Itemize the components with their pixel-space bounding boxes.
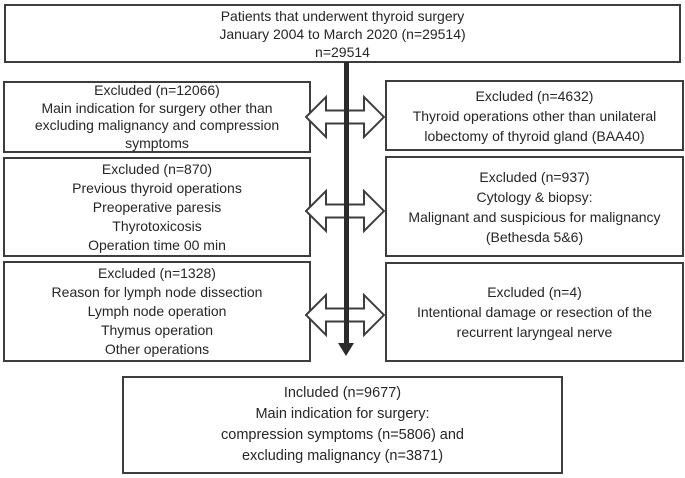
box-line: Main indication for surgery: bbox=[255, 406, 430, 422]
box-line: January 2004 to March 2020 (n=29514) bbox=[219, 25, 466, 42]
box-line: Other operations bbox=[104, 341, 210, 357]
box-line: Main indication for surgery other than bbox=[41, 99, 273, 116]
box-line: Lymph node operation bbox=[87, 303, 227, 319]
down-arrow-icon bbox=[338, 343, 354, 356]
excluded-box-left-2: Excluded (n=870) Previous thyroid operat… bbox=[3, 157, 311, 257]
box-line: excluding malignancy (n=3871) bbox=[241, 448, 444, 464]
excluded-box-right-1: Excluded (n=4632) Thyroid operations oth… bbox=[385, 80, 684, 151]
box-line: excluding malignancy and compression bbox=[34, 117, 280, 133]
box-line: recurrent laryngeal nerve bbox=[456, 324, 613, 340]
box-line: Excluded (n=1328) bbox=[98, 265, 216, 281]
box-line: Malignant and suspicious for malignancy bbox=[408, 208, 661, 225]
box-line: Intentional damage or resection of the bbox=[416, 304, 653, 320]
box-line: Excluded (n=4) bbox=[487, 284, 582, 300]
box-line: lobectomy of thyroid gland (BAA40) bbox=[424, 127, 645, 144]
cohort-box: Patients that underwent thyroid surgery … bbox=[4, 4, 681, 63]
box-line: Excluded (n=937) bbox=[479, 168, 590, 185]
box-line: n=29514 bbox=[315, 43, 370, 60]
box-line: Preoperative paresis bbox=[92, 198, 222, 215]
box-line: Excluded (n=870) bbox=[101, 160, 213, 177]
box-line: Thyroid operations other than unilateral bbox=[412, 107, 657, 124]
box-line: Excluded (n=12066) bbox=[94, 82, 220, 98]
box-line: compression symptoms (n=5806) and bbox=[221, 427, 464, 443]
box-line: Previous thyroid operations bbox=[72, 179, 242, 196]
excluded-box-left-3: Excluded (n=1328) Reason for lymph node … bbox=[3, 261, 311, 362]
box-line: symptoms bbox=[125, 134, 189, 151]
excluded-box-left-1: Excluded (n=12066) Main indication for s… bbox=[3, 81, 311, 153]
excluded-box-right-3: Excluded (n=4) Intentional damage or res… bbox=[385, 262, 684, 362]
box-line: Included (n=9677) bbox=[283, 385, 402, 401]
excluded-box-right-2: Excluded (n=937) Cytology & biopsy: Mali… bbox=[385, 156, 684, 257]
box-line: Patients that underwent thyroid surgery bbox=[220, 7, 465, 24]
box-line: Operation time 00 min bbox=[88, 236, 226, 253]
box-line: Cytology & biopsy: bbox=[476, 188, 593, 205]
box-line: Excluded (n=4632) bbox=[475, 87, 594, 104]
down-arrow-shaft bbox=[344, 62, 349, 344]
box-line: (Bethesda 5&6) bbox=[485, 228, 584, 245]
box-line: Thyrotoxicosis bbox=[112, 217, 202, 234]
box-line: Reason for lymph node dissection bbox=[51, 284, 263, 300]
box-line: Thymus operation bbox=[100, 322, 214, 338]
included-box: Included (n=9677) Main indication for su… bbox=[122, 376, 563, 474]
